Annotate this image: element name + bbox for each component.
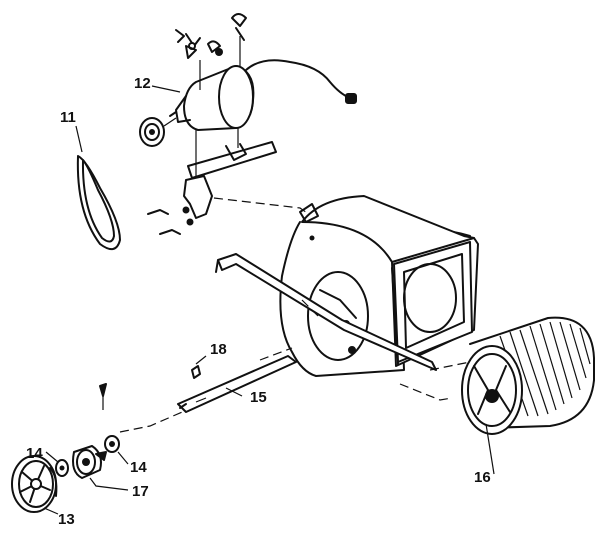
- pulley: [11, 455, 59, 515]
- label-14-right: 14: [130, 459, 147, 476]
- shaft: [177, 355, 297, 413]
- blower-housing: [279, 195, 479, 377]
- label-12: 12: [134, 75, 151, 92]
- label-13: 13: [58, 511, 75, 528]
- key: [191, 365, 201, 379]
- setscrew: [99, 383, 107, 410]
- label-17: 17: [132, 483, 149, 500]
- bearing-assembly: [55, 435, 129, 491]
- motor-pulley: [139, 117, 177, 147]
- assembly-lines: [119, 299, 501, 433]
- blower-wheel: [461, 316, 595, 435]
- leader-lines: [45, 85, 495, 475]
- label-18: 18: [210, 341, 227, 358]
- wing-nut-hardware: [175, 13, 247, 59]
- label-15: 15: [250, 389, 267, 406]
- label-16: 16: [474, 469, 491, 486]
- motor-mount-bracket: [147, 36, 321, 235]
- label-14-left: 14: [26, 445, 43, 462]
- motor: [169, 59, 357, 131]
- support-rail: [215, 253, 437, 371]
- belt: [75, 125, 121, 251]
- label-11: 11: [60, 109, 76, 126]
